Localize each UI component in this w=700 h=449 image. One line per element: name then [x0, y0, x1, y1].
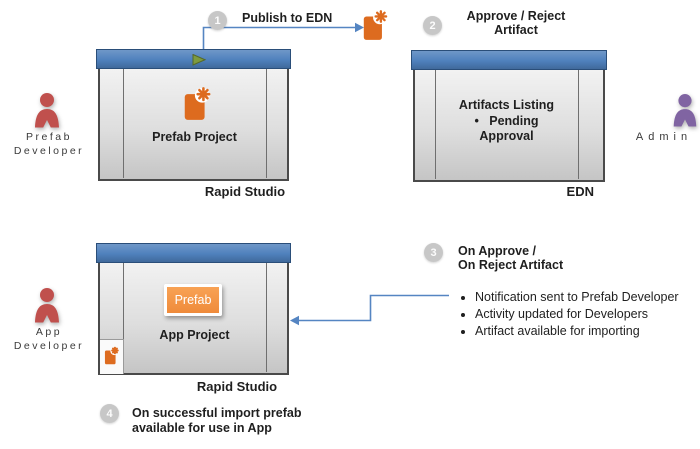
outcome-item: Artifact available for importing [475, 324, 687, 340]
app-developer-label: App Developer [2, 326, 96, 353]
outcome-item: Notification sent to Prefab Developer [475, 290, 687, 306]
app-project-label: App Project [159, 328, 230, 342]
rapid-studio-bottom-caption: Rapid Studio [196, 379, 278, 394]
step-2-label-line1: Approve / Reject [466, 9, 566, 23]
artifacts-listing-line2: • Pending [474, 113, 539, 128]
step-1-badge: 1 [208, 11, 227, 30]
rapid-studio-top-titlebar [96, 49, 291, 69]
right-pane-divider [266, 263, 267, 372]
step-4-label-line1: On successful import prefab [132, 406, 302, 420]
new-artifact-icon [184, 87, 211, 120]
rapid-studio-top-body [98, 67, 289, 181]
app-developer-person-icon [35, 288, 59, 323]
step-1-label: Publish to EDN [242, 11, 333, 25]
rapid-studio-bottom-titlebar [96, 243, 291, 263]
outcome-item: Activity updated for Developers [475, 307, 687, 323]
step-4-number: 4 [106, 407, 113, 420]
rapid-studio-top-window: Prefab Project [96, 49, 291, 181]
imported-artifact-panel [100, 339, 124, 374]
prefab-developer-label-line1: Prefab [26, 131, 72, 143]
step-2-badge: 2 [423, 16, 442, 35]
edn-caption: EDN [566, 184, 594, 199]
step-3-label-line1: On Approve / [458, 244, 537, 258]
edn-titlebar [411, 50, 607, 70]
app-developer-label-line1: App [35, 326, 63, 338]
left-pane-divider [123, 69, 124, 178]
imported-artifact-icon [104, 346, 119, 365]
step-2-number: 2 [429, 19, 436, 32]
prefab-developer-label-line2: Developer [13, 144, 85, 157]
step-2-label: Approve / Reject Artifact [452, 9, 580, 37]
step-3-label: On Approve / On Reject Artifact [458, 244, 564, 272]
step-4-label-line2: available for use in App [132, 420, 272, 435]
step-3-badge: 3 [424, 243, 443, 262]
artifacts-listing-text: Artifacts Listing • Pending Approval [435, 98, 578, 145]
step-3-label-line2: On Reject Artifact [458, 257, 564, 272]
publish-arrowhead-icon [355, 22, 364, 33]
rapid-studio-top-caption: Rapid Studio [204, 184, 286, 199]
right-pane-divider [578, 70, 579, 179]
prefab-developer-label: Prefab Developer [2, 131, 96, 158]
app-developer-label-line2: Developer [13, 339, 85, 352]
published-artifact-icon [363, 10, 388, 40]
artifacts-listing-line3: Approval [479, 129, 534, 143]
step-4-badge: 4 [100, 404, 119, 423]
prefab-component-button: Prefab [164, 284, 222, 316]
play-icon [192, 54, 206, 66]
approval-arrowhead-icon [290, 315, 299, 326]
left-pane-divider [435, 70, 436, 179]
step-4-label: On successful import prefab available fo… [132, 406, 301, 435]
prefab-project-label: Prefab Project [152, 130, 237, 144]
admin-person-icon [673, 94, 697, 127]
left-pane-divider [123, 263, 124, 372]
rapid-studio-bottom-body [98, 261, 289, 375]
artifacts-listing-line1: Artifacts Listing [458, 98, 555, 112]
step-3-number: 3 [430, 246, 437, 259]
approval-outcome-list: Notification sent to Prefab Developer Ac… [459, 290, 687, 341]
rapid-studio-bottom-window: Prefab App Project [96, 243, 291, 375]
right-pane-divider [266, 69, 267, 178]
admin-label-line1: Admin [635, 131, 693, 143]
step-1-number: 1 [214, 14, 221, 27]
publish-connector-line [202, 26, 355, 49]
approval-connector-line [299, 294, 449, 322]
prefab-developer-person-icon [35, 93, 59, 128]
edn-window: Artifacts Listing • Pending Approval [411, 50, 607, 182]
step-2-label-line2: Artifact [494, 22, 538, 37]
prefab-component-button-label: Prefab [174, 293, 212, 307]
admin-label: Admin [626, 131, 700, 145]
